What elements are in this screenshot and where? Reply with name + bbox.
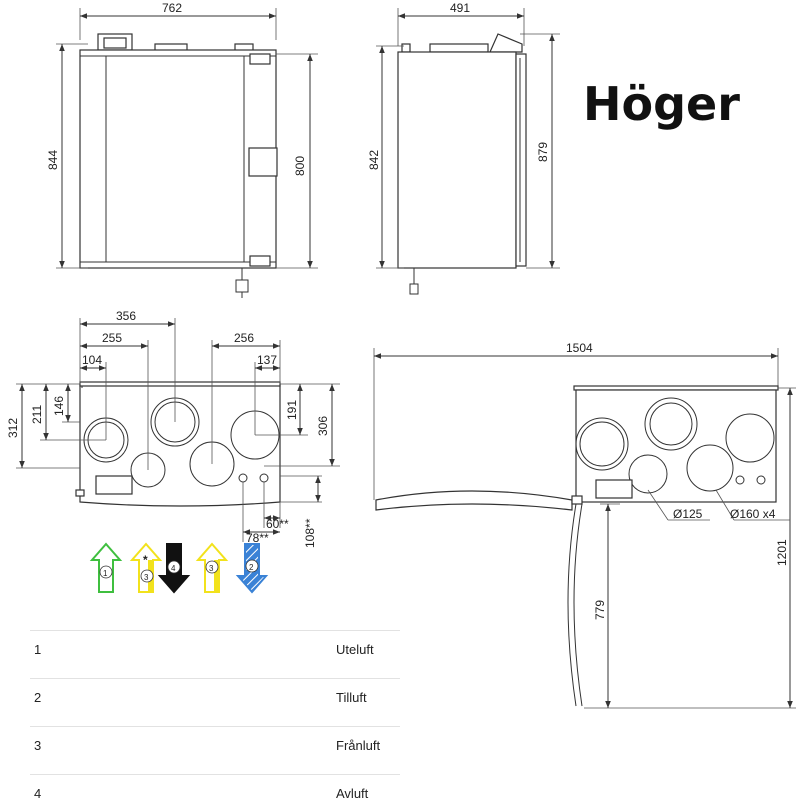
arrow-label: 3: [209, 564, 214, 573]
dim-side-height-outer: 879: [536, 142, 550, 162]
dim-plan-d125: Ø125: [673, 507, 703, 521]
dim-top-60: 60**: [266, 517, 289, 531]
legend-label: Tilluft: [336, 690, 367, 705]
dim-plan-1504: 1504: [566, 341, 593, 355]
legend-number: 4: [34, 786, 42, 801]
legend-label: Uteluft: [336, 642, 374, 657]
arrow-franluft-up-1: 3 *: [129, 542, 163, 593]
legend-item: 1 Uteluft: [34, 638, 400, 662]
legend-number: 2: [34, 690, 42, 705]
arrow-uteluft-up: 1: [89, 542, 123, 593]
dim-top-211: 211: [30, 405, 44, 424]
legend-label: Frånluft: [336, 738, 381, 753]
dim-top-306: 306: [316, 416, 330, 436]
legend-divider: [30, 726, 400, 727]
arrow-tilluft-down: 2: [235, 543, 269, 594]
airflow-arrows: 1 3 * 4 3 2: [89, 542, 269, 594]
dim-top-256: 256: [234, 331, 254, 345]
dim-top-146: 146: [52, 396, 66, 416]
legend-item: 4 Avluft: [34, 782, 400, 806]
dim-top-78: 78**: [246, 531, 269, 545]
front-view: 762 844 800: [46, 1, 318, 298]
dim-front-width: 762: [162, 1, 182, 15]
dim-front-height-inner: 800: [293, 156, 307, 176]
dim-front-height-outer: 844: [46, 150, 60, 170]
arrow-asterisk: *: [143, 553, 148, 567]
dim-top-312: 312: [6, 418, 20, 438]
dim-plan-779: 779: [593, 600, 607, 620]
arrow-avluft-down: 4: [157, 543, 191, 594]
dim-side-depth: 491: [450, 1, 470, 15]
legend-item: 3 Frånluft: [34, 734, 400, 758]
legend-number: 3: [34, 738, 42, 753]
dim-plan-d160: Ø160 x4: [730, 507, 776, 521]
arrow-label: 3: [144, 573, 149, 582]
arrow-label: 4: [171, 564, 176, 573]
legend-divider: [30, 774, 400, 775]
arrow-up-icon: [129, 542, 163, 593]
legend-number: 1: [34, 642, 42, 657]
arrow-label: 1: [103, 569, 108, 578]
dim-top-104: 104: [82, 353, 102, 367]
dim-top-255: 255: [102, 331, 122, 345]
legend-divider: [30, 678, 400, 679]
dim-top-191: 191: [285, 400, 299, 420]
side-view: 491 842 879: [367, 1, 560, 295]
dim-side-height-inner: 842: [367, 150, 381, 170]
plan-view: 1504 1201 779 Ø125 Ø160 x4: [373, 341, 796, 709]
legend-label: Avluft: [336, 786, 369, 801]
arrow-label: 2: [249, 563, 254, 572]
arrow-franluft-up-2: 3: [195, 542, 229, 593]
legend-divider: [30, 630, 400, 631]
dim-top-108: 108**: [303, 518, 317, 548]
page-title: Höger: [583, 77, 740, 131]
legend-item: 2 Tilluft: [34, 686, 400, 710]
dim-top-137: 137: [257, 353, 277, 367]
top-view: 356 255 104 256 137 312 211 146: [6, 309, 340, 548]
dim-top-356: 356: [116, 309, 136, 323]
dim-plan-1201: 1201: [775, 539, 789, 566]
